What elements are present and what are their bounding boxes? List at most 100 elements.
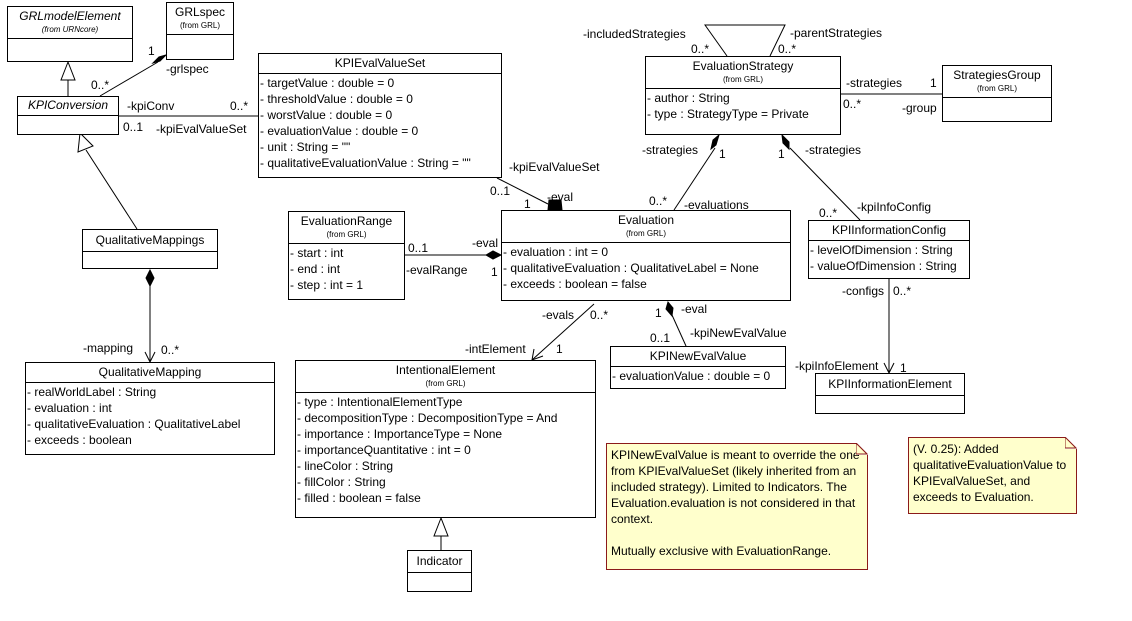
class-origin: (from GRL) — [326, 230, 367, 239]
class-grl-spec[interactable]: GRLspec (from GRL) — [166, 2, 234, 60]
multiplicity-label: 1 — [778, 147, 785, 161]
attribute: - qualitativeEvaluation : QualitativeLab… — [503, 261, 759, 275]
class-origin: (from GRL) — [977, 84, 1017, 93]
class-name: Indicator — [416, 554, 463, 568]
role-label: -eval — [472, 236, 499, 250]
multiplicity-label: 0..* — [778, 42, 797, 56]
role-label: -mapping — [83, 341, 134, 355]
composition-diamond-icon — [781, 133, 790, 151]
class-kpi-information-config[interactable]: KPIInformationConfig - levelOfDimension … — [808, 220, 970, 279]
attribute: - valueOfDimension : String — [810, 259, 957, 273]
generalization-arrow-icon — [77, 131, 94, 153]
role-label: -group — [902, 101, 937, 115]
class-evaluation-range[interactable]: EvaluationRange (from GRL) - start : int… — [288, 211, 405, 300]
generalization-arrow-icon — [433, 516, 449, 537]
attribute: - decompositionType : DecompositionType … — [297, 411, 558, 425]
empty-compartment — [167, 35, 233, 49]
attribute: - type : StrategyType = Private — [647, 107, 809, 121]
class-name: GRLspec — [174, 5, 226, 19]
class-name: Evaluation — [617, 213, 675, 227]
attribute: - targetValue : double = 0 — [260, 76, 395, 90]
multiplicity-label: 1 — [655, 306, 662, 320]
class-qualitative-mappings[interactable]: QualitativeMappings — [82, 229, 218, 269]
attribute: - filled : boolean = false — [297, 491, 421, 505]
attribute: - start : int — [290, 246, 344, 260]
role-label: -parentStrategies — [790, 26, 883, 40]
attribute: - evaluation : int — [27, 401, 112, 415]
class-kpi-information-element[interactable]: KPIInformationElement — [815, 373, 965, 414]
association-strategy-self — [704, 24, 786, 57]
composition-diamond-icon — [151, 53, 168, 65]
class-name: KPINewEvalValue — [649, 349, 747, 363]
class-strategies-group[interactable]: StrategiesGroup (from GRL) — [942, 65, 1052, 122]
empty-compartment — [83, 252, 217, 266]
role-label: -evaluations — [684, 198, 749, 212]
class-name: KPIInformationElement — [828, 377, 952, 391]
association-strategy-kpiinfoconfig — [789, 147, 861, 221]
class-evaluation[interactable]: Evaluation (from GRL) - evaluation : int… — [501, 210, 791, 301]
attribute: - step : int = 1 — [290, 278, 364, 292]
multiplicity-label: 1 — [900, 361, 907, 375]
role-label: -configs — [842, 284, 885, 298]
class-kpi-new-eval-value[interactable]: KPINewEvalValue - evaluationValue : doub… — [610, 346, 786, 389]
role-label: -includedStrategies — [583, 27, 686, 41]
attribute: - fillColor : String — [297, 475, 386, 489]
role-label: -kpiEvalValueSet — [156, 122, 247, 136]
association-strategy-evaluation — [673, 147, 716, 211]
role-label: -eval — [681, 302, 708, 316]
association-kpievalvalueset-evaluation — [496, 177, 549, 205]
attribute: - end : int — [290, 262, 341, 276]
role-label: -strategies — [805, 143, 862, 157]
multiplicity-label: 0..* — [843, 97, 862, 111]
class-kpi-conversion[interactable]: KPIConversion — [17, 96, 119, 135]
multiplicity-label: 0..* — [230, 99, 249, 113]
class-name: KPIConversion — [27, 98, 109, 112]
empty-compartment — [943, 98, 1051, 112]
association-kpiconversion-grlspec — [99, 61, 159, 97]
generalization-arrow-icon — [60, 60, 76, 81]
association-evaluation-kpinewevalvalue — [671, 314, 687, 347]
role-label: -kpiNewEvalValue — [690, 326, 787, 340]
class-intentional-element[interactable]: IntentionalElement (from GRL) - type : I… — [295, 360, 596, 518]
attribute: - importance : ImportanceType = None — [297, 427, 503, 441]
multiplicity-label: 1 — [148, 44, 155, 58]
empty-compartment — [18, 116, 118, 130]
multiplicity-label: 0..* — [161, 343, 180, 357]
composition-diamond-icon — [145, 268, 155, 288]
attribute: - levelOfDimension : String — [810, 243, 953, 257]
empty-compartment — [408, 573, 471, 587]
class-name: GRLmodelElement — [19, 9, 121, 23]
attribute: - evaluation : int = 0 — [503, 245, 609, 259]
multiplicity-label: 1 — [491, 265, 498, 279]
class-grl-model-element[interactable]: GRLmodelElement (from URNcore) — [7, 6, 133, 62]
note-fold-icon — [1065, 437, 1077, 449]
empty-compartment — [816, 396, 964, 410]
class-name: EvaluationRange — [300, 214, 393, 228]
generalization-qualitativemappings — [85, 149, 138, 230]
multiplicity-label: 0..* — [893, 284, 912, 298]
attribute: - exceeds : boolean = false — [503, 277, 647, 291]
attribute: - exceeds : boolean — [27, 433, 132, 447]
class-qualitative-mapping[interactable]: QualitativeMapping - realWorldLabel : St… — [25, 362, 275, 455]
attribute: - evaluationValue : double = 0 — [260, 124, 419, 138]
class-indicator[interactable]: Indicator — [407, 550, 472, 592]
association-evaluation-intentionalelement — [531, 303, 595, 361]
class-name: KPIInformationConfig — [831, 223, 947, 237]
multiplicity-label: 1 — [524, 197, 531, 211]
note-version[interactable]: (V. 0.25): Added qualitativeEvaluationVa… — [908, 437, 1077, 514]
class-kpi-eval-value-set[interactable]: KPIEvalValueSet - targetValue : double =… — [258, 53, 502, 178]
attribute: - realWorldLabel : String — [27, 385, 157, 399]
role-label: -evals — [542, 308, 575, 322]
class-origin: (from URNcore) — [41, 25, 99, 34]
composition-diamond-icon — [665, 300, 674, 318]
note-kpi-new-eval-value[interactable]: KPINewEvalValue is meant to override the… — [606, 443, 868, 570]
role-label: -eval — [547, 190, 574, 204]
class-origin: (from GRL) — [180, 21, 220, 30]
class-evaluation-strategy[interactable]: EvaluationStrategy (from GRL) - author :… — [645, 56, 841, 135]
multiplicity-label: 0..1 — [123, 120, 144, 134]
role-label: -kpiInfoElement — [795, 359, 879, 373]
attribute: - author : String — [647, 91, 730, 105]
attribute: - evaluationValue : double = 0 — [612, 369, 771, 383]
role-label: -evalRange — [406, 263, 468, 277]
